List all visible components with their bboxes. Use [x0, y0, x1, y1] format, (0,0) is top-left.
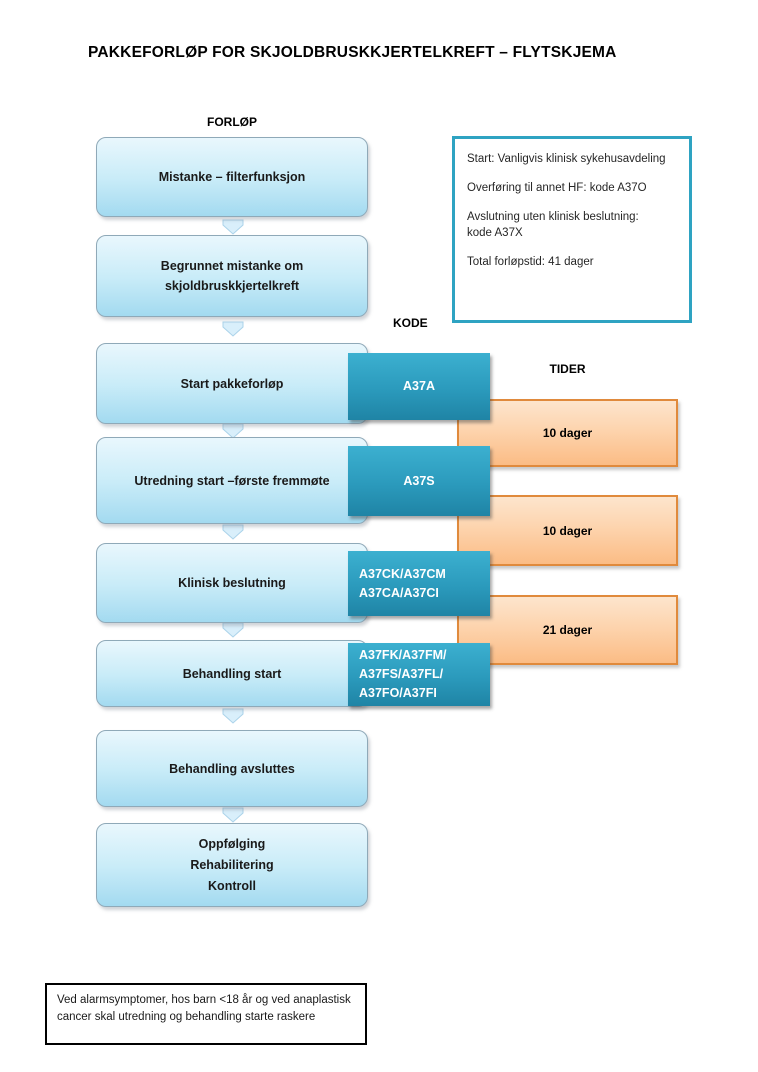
info-box: Start: Vanligvis klinisk sykehusavdeling… [452, 136, 692, 323]
timing-box-start-utredning: 10 dager [457, 399, 678, 467]
code-box-a37a: A37A [348, 353, 490, 420]
code-box-behandling-start-koder: A37FK/A37FM/ A37FS/A37FL/ A37FO/A37FI [348, 643, 490, 706]
down-arrow-icon [222, 219, 244, 235]
down-arrow-icon [222, 524, 244, 540]
code-box-klinisk-beslutning-koder: A37CK/A37CM A37CA/A37CI [348, 551, 490, 616]
down-arrow-icon [222, 423, 244, 439]
timing-box-utredning-beslutning: 10 dager [457, 495, 678, 566]
flow-step-oppfolging-rehabilitering-kontroll: Oppfølging Rehabilitering Kontroll [96, 823, 368, 907]
kode-column-label: KODE [393, 316, 428, 330]
info-line-total-forlopstid: Total forløpstid: 41 dager [467, 256, 594, 268]
forlop-column-label: FORLØP [207, 115, 257, 129]
note-box: Ved alarmsymptomer, hos barn <18 år og v… [45, 983, 367, 1045]
flow-step-behandling-start: Behandling start [96, 640, 368, 707]
flow-step-utredning-start: Utredning start –første fremmøte [96, 437, 368, 524]
tider-column-label: TIDER [549, 362, 586, 376]
down-arrow-icon [222, 622, 244, 638]
note-text: Ved alarmsymptomer, hos barn <18 år og v… [57, 994, 351, 1023]
code-box-a37s: A37S [348, 446, 490, 516]
down-arrow-icon [222, 321, 244, 337]
timing-box-beslutning-behandling: 21 dager [457, 595, 678, 665]
flow-step-behandling-avsluttes: Behandling avsluttes [96, 730, 368, 807]
down-arrow-icon [222, 807, 244, 823]
info-line-overforing: Overføring til annet HF: kode A37O [467, 182, 647, 194]
down-arrow-icon [222, 708, 244, 724]
flow-step-begrunnet-mistanke: Begrunnet mistanke om skjoldbruskkjertel… [96, 235, 368, 317]
flow-step-start-pakkeforlop: Start pakkeforløp [96, 343, 368, 424]
flow-step-mistanke-filterfunksjon: Mistanke – filterfunksjon [96, 137, 368, 217]
info-line-start: Start: Vanligvis klinisk sykehusavdeling [467, 153, 666, 165]
info-line-avslutning: Avslutning uten klinisk beslutning: kode… [467, 211, 639, 239]
flow-step-klinisk-beslutning: Klinisk beslutning [96, 543, 368, 623]
page-title: PAKKEFORLØP FOR SKJOLDBRUSKKJERTELKREFT … [88, 44, 617, 61]
